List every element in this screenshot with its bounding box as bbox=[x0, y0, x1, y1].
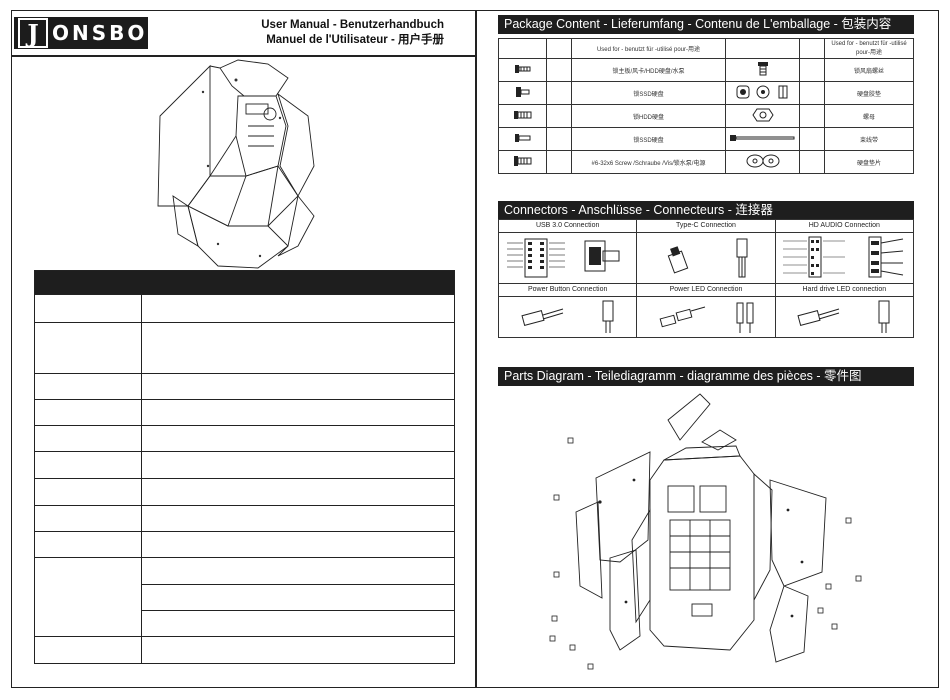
spec-value-cell bbox=[141, 610, 455, 637]
spec-key-cell bbox=[34, 322, 142, 374]
header-rule bbox=[11, 55, 475, 57]
power-button-connection-label: Power Button Connection bbox=[497, 283, 638, 297]
case-illustration bbox=[157, 59, 315, 269]
manual-title: User Manual - Benutzerhandbuch Manuel de… bbox=[261, 18, 444, 48]
ssd-screw-icon bbox=[498, 81, 547, 105]
pkg-usage-left: #6-32x6 Screw /Schraube /Vis/锁水泵/电源 bbox=[571, 150, 726, 174]
pkg-usage-left: 锁主板/风卡/HDD硬盘/水泵 bbox=[571, 58, 726, 82]
spec-value-cell bbox=[141, 322, 455, 374]
package-table: Used for - benutzt für -utilisé pour-用途 … bbox=[498, 38, 914, 174]
power-button-connector-icon bbox=[497, 296, 638, 338]
jonsbo-logo: J ONSBO bbox=[14, 17, 148, 49]
power-led-connection-label: Power LED Connection bbox=[636, 283, 776, 297]
fan-screw-icon bbox=[725, 58, 800, 82]
spec-value-cell bbox=[141, 425, 455, 452]
spec-key-cell bbox=[34, 478, 142, 506]
connectors-section-title: Connectors - Anschlüsse - Connecteurs - … bbox=[498, 201, 914, 220]
spec-key-cell bbox=[34, 505, 142, 532]
pkg-header-usage-right: Used for - benutzt für -utilisé pour-用途 bbox=[824, 38, 914, 59]
pkg-header-icon-cell bbox=[498, 38, 547, 59]
spec-value-cell bbox=[141, 557, 455, 585]
spec-key-cell bbox=[34, 425, 142, 452]
screw-icon bbox=[498, 58, 547, 82]
rubber-grommet-icon bbox=[725, 81, 800, 105]
page-divider bbox=[475, 10, 477, 688]
hd-audio-connection-label: HD AUDIO Connection bbox=[774, 219, 915, 233]
spec-value-cell bbox=[141, 373, 455, 400]
logo-mark: J bbox=[18, 18, 48, 48]
spec-value-cell bbox=[141, 584, 455, 611]
spec-table-header bbox=[34, 270, 455, 295]
usb3-connector-icon bbox=[497, 232, 638, 284]
spec-key-cell bbox=[34, 531, 142, 558]
pkg-usage-left: 锁SSD硬盘 bbox=[571, 81, 726, 105]
pkg-usage-left: 锁HDD硬盘 bbox=[571, 104, 726, 128]
spec-key-cell bbox=[34, 399, 142, 426]
pkg-usage-right: 束线带 bbox=[824, 127, 914, 151]
spec-table bbox=[34, 270, 455, 664]
pkg-usage-right: 硬盘胶垫 bbox=[824, 81, 914, 105]
spec-value-cell bbox=[141, 399, 455, 426]
logo-wordmark: ONSBO bbox=[52, 21, 148, 45]
manual-title-line2: Manuel de l'Utilisateur - 用户手册 bbox=[266, 34, 444, 46]
nut-icon bbox=[725, 104, 800, 128]
power-led-connector-icon bbox=[636, 296, 776, 338]
typec-connection-label: Type-C Connection bbox=[636, 219, 776, 233]
connectors-table: USB 3.0 Connection Type-C Connection HD … bbox=[497, 219, 915, 338]
washer-icon bbox=[725, 150, 800, 174]
parts-section-title: Parts Diagram - Teilediagramm - diagramm… bbox=[498, 367, 914, 386]
hd-audio-connector-icon bbox=[774, 232, 915, 284]
cable-tie-icon bbox=[725, 127, 800, 151]
manual-title-line1: User Manual - Benutzerhandbuch bbox=[261, 19, 444, 31]
spec-key-cell bbox=[34, 451, 142, 479]
spec-key-cell bbox=[34, 373, 142, 400]
pump-screw-icon bbox=[498, 150, 547, 174]
usb3-connection-label: USB 3.0 Connection bbox=[497, 219, 638, 233]
pkg-usage-right: 硬盘垫片 bbox=[824, 150, 914, 174]
spec-key-cell bbox=[34, 636, 142, 664]
hdd-led-connector-icon bbox=[774, 296, 915, 338]
spec-value-cell bbox=[141, 294, 455, 323]
typec-connector-icon bbox=[636, 232, 776, 284]
ssd-screw-icon bbox=[498, 127, 547, 151]
hdd-screw-icon bbox=[498, 104, 547, 128]
spec-value-cell bbox=[141, 451, 455, 479]
pkg-usage-right: 锁风扇螺丝 bbox=[824, 58, 914, 82]
hdd-led-connection-label: Hard drive LED connection bbox=[774, 283, 915, 297]
parts-exploded-diagram bbox=[549, 393, 862, 670]
spec-value-cell bbox=[141, 531, 455, 558]
spec-key-cell bbox=[34, 294, 142, 323]
pkg-usage-left: 锁SSD硬盘 bbox=[571, 127, 726, 151]
spec-key-cell bbox=[34, 557, 142, 637]
spec-value-cell bbox=[141, 478, 455, 506]
spec-value-cell bbox=[141, 636, 455, 664]
pkg-header-usage-left: Used for - benutzt für -utilisé pour-用途 bbox=[571, 38, 726, 59]
package-section-title: Package Content - Lieferumfang - Contenu… bbox=[498, 15, 914, 34]
pkg-usage-right: 螺母 bbox=[824, 104, 914, 128]
pkg-header-qty-cell bbox=[546, 38, 572, 59]
pkg-header-icon-cell bbox=[725, 38, 800, 59]
spec-value-cell bbox=[141, 505, 455, 532]
pkg-header-qty-cell bbox=[799, 38, 825, 59]
